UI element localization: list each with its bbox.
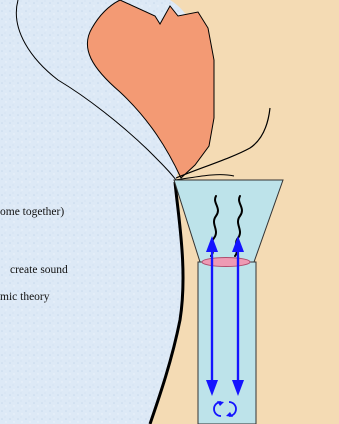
caption-line-1: ome together) xyxy=(0,206,64,218)
vocal-folds xyxy=(202,258,250,267)
caption-line-2: create sound xyxy=(10,264,68,276)
trachea-tube xyxy=(198,262,256,424)
caption-line-3: mic theory xyxy=(0,291,50,303)
